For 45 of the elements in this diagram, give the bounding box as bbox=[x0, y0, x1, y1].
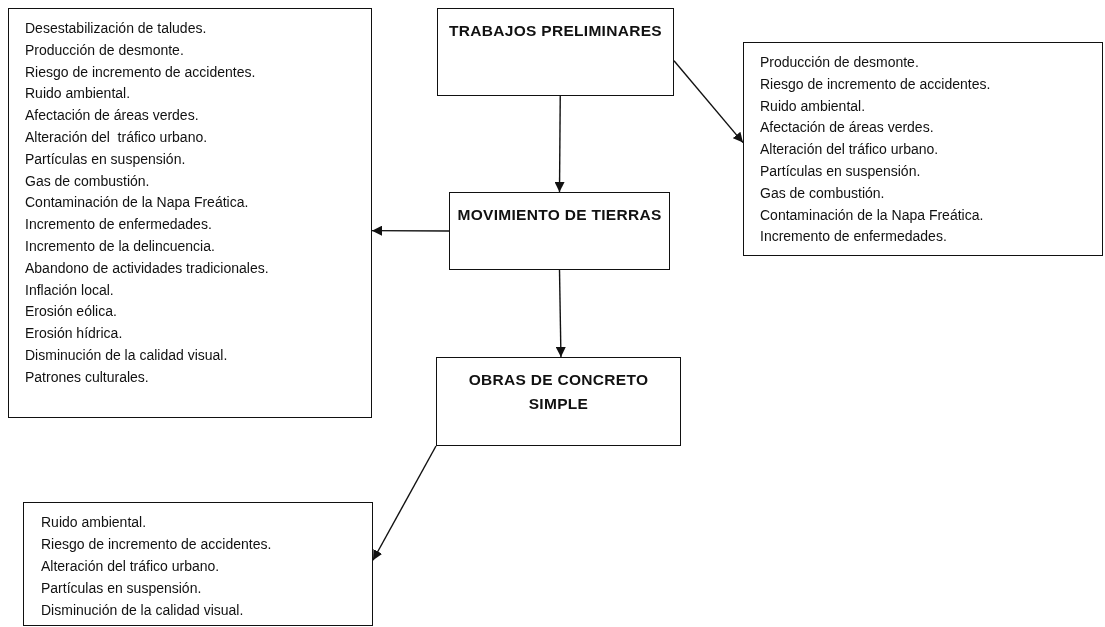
impact-item: Partículas en suspensión. bbox=[25, 149, 186, 169]
impact-item: Disminución de la calidad visual. bbox=[41, 601, 244, 620]
impact-item: Abandono de actividades tradicionales. bbox=[25, 258, 269, 278]
impact-item: Riesgo de incremento de accidentes. bbox=[41, 535, 272, 554]
impact-item: Incremento de la delincuencia. bbox=[25, 236, 215, 256]
impact-item: Ruido ambiental. bbox=[760, 96, 866, 116]
impact-item: Desestabilización de taludes. bbox=[25, 19, 207, 38]
impact-item: Incremento de enfermedades. bbox=[25, 215, 212, 235]
impact-item: Ruido ambiental. bbox=[25, 84, 131, 104]
impact-item: Alteración del tráfico urbano. bbox=[25, 128, 208, 147]
arrow bbox=[673, 60, 744, 144]
impact-item: Patrones culturales. bbox=[25, 367, 149, 387]
impact-item: Ruido ambiental. bbox=[41, 513, 147, 532]
arrow bbox=[371, 225, 450, 236]
impact-list-box bbox=[743, 42, 1103, 256]
process-title: OBRAS DE CONCRETO SIMPLE bbox=[467, 370, 650, 414]
impact-item: Riesgo de incremento de accidentes. bbox=[25, 62, 256, 82]
process-box bbox=[449, 192, 670, 270]
impact-list-box bbox=[8, 8, 372, 418]
process-title: MOVIMIENTO DE TIERRAS bbox=[457, 205, 662, 225]
impact-item: Riesgo de incremento de accidentes. bbox=[760, 74, 991, 94]
impact-item: Inflación local. bbox=[25, 280, 114, 300]
process-box bbox=[436, 357, 681, 446]
impact-item: Disminución de la calidad visual. bbox=[25, 345, 228, 365]
impact-item: Contaminación de la Napa Freática. bbox=[25, 193, 249, 213]
process-title: TRABAJOS PRELIMINARES bbox=[449, 21, 662, 41]
impact-item: Erosión eólica. bbox=[25, 302, 117, 322]
impact-item: Producción de desmonte. bbox=[25, 40, 184, 60]
impact-item: Alteración del tráfico urbano. bbox=[760, 140, 939, 160]
impact-item: Partículas en suspensión. bbox=[41, 579, 202, 598]
process-box bbox=[437, 8, 674, 96]
impact-item: Producción de desmonte. bbox=[760, 53, 919, 72]
arrow bbox=[555, 269, 566, 358]
impact-item: Partículas en suspensión. bbox=[760, 162, 921, 181]
impact-item: Incremento de enfermedades. bbox=[760, 227, 947, 247]
impact-item: Alteración del tráfico urbano. bbox=[41, 557, 220, 576]
impact-item: Afectación de áreas verdes. bbox=[760, 118, 934, 138]
impact-item: Afectación de áreas verdes. bbox=[25, 106, 199, 126]
arrow bbox=[554, 95, 565, 193]
arrow bbox=[372, 445, 437, 561]
impact-item: Gas de combustión. bbox=[25, 171, 150, 191]
impact-item: Contaminación de la Napa Freática. bbox=[760, 205, 984, 225]
impact-list-box bbox=[23, 502, 373, 626]
impact-item: Gas de combustión. bbox=[760, 183, 885, 203]
impact-item: Erosión hídrica. bbox=[25, 324, 123, 344]
